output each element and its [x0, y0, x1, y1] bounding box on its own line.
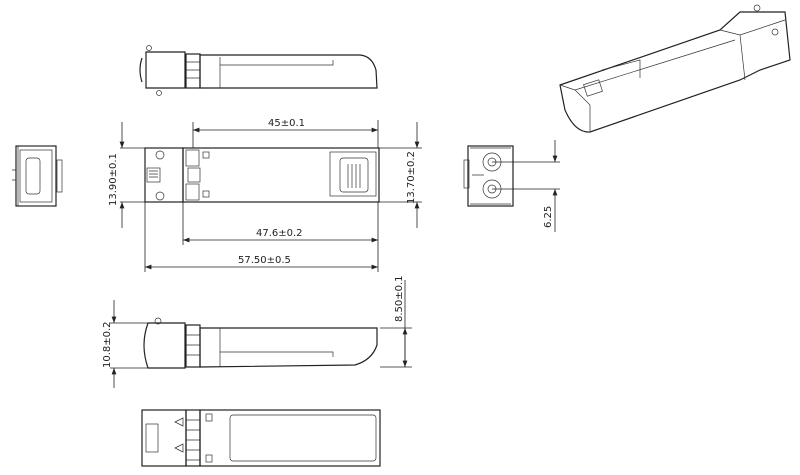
- dim-length-total: 57.50±0.5: [238, 255, 291, 266]
- side-view-dimensioned: [143, 317, 378, 369]
- dim-length-mid: 47.6±0.2: [256, 228, 303, 239]
- dim-length-body: 45±0.1: [268, 118, 306, 129]
- dim-height-body: 8.50±0.1: [394, 275, 405, 322]
- dim-width-latch: 13.90±0.1: [108, 153, 119, 206]
- side-view-top: [139, 45, 378, 96]
- isometric-view: [559, 4, 791, 133]
- connector-end-view: [463, 145, 514, 207]
- dim-width-body: 13.70±0.2: [406, 151, 417, 204]
- dim-port-pitch: 6.25: [543, 205, 554, 228]
- bottom-view: [141, 409, 381, 467]
- dim-height-latch: 10.8±0.2: [102, 321, 113, 368]
- top-view-dimensioned: [144, 147, 380, 203]
- front-end-view: [12, 145, 63, 207]
- dimension-lines: [110, 120, 560, 388]
